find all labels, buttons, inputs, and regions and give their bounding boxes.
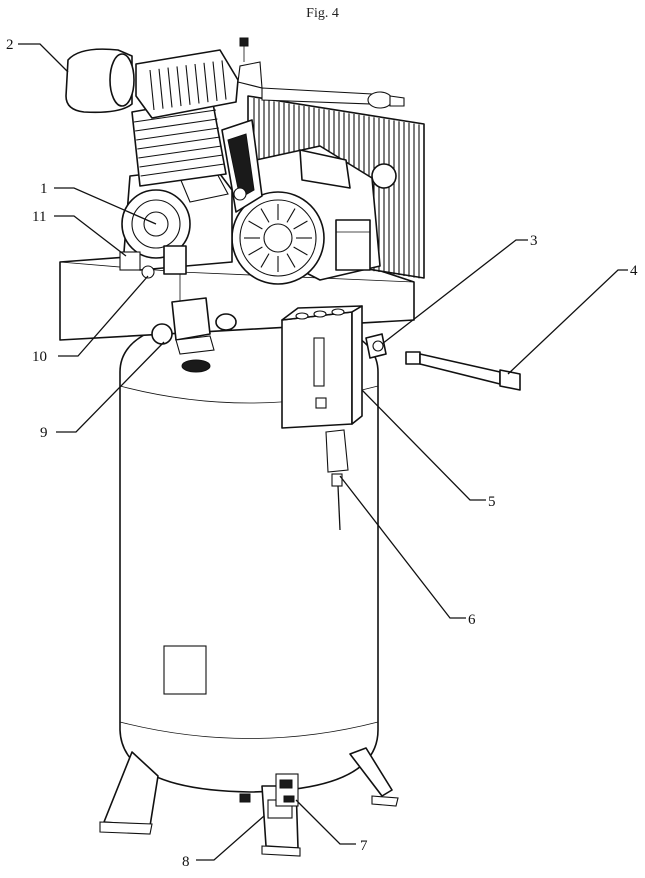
discharge-tube [237,37,405,109]
callout-11: 11 [32,209,46,225]
callout-7: 7 [360,838,368,854]
auto-drain [275,773,299,807]
belt-guard [221,119,263,213]
callout-4: 4 [630,263,638,279]
callout-8: 8 [182,854,190,870]
callout-10: 10 [32,349,47,365]
magnetic-starter [281,305,363,531]
electric-motor [231,145,397,285]
flexible-hose [405,351,521,391]
motor-vents [244,204,312,272]
pressure-switch-assembly [151,297,237,373]
callout-5: 5 [488,494,496,510]
callout-2: 2 [6,37,14,53]
callout-3: 3 [530,233,538,249]
cylinder-fins [133,109,225,177]
callout-9: 9 [40,425,48,441]
callout-6: 6 [468,612,476,628]
figure-title: Fig. 4 [306,6,339,21]
pump-cylinders [131,49,239,187]
head-fins [149,60,227,111]
air-filter [65,48,135,114]
callout-1: 1 [40,181,48,197]
leader-lines [18,43,628,861]
outlet-valve [365,333,387,359]
check-valve [119,245,187,279]
callout-numbers: 1 2 3 4 5 6 7 8 9 10 11 [6,37,638,870]
tank-label-plate [163,645,207,695]
